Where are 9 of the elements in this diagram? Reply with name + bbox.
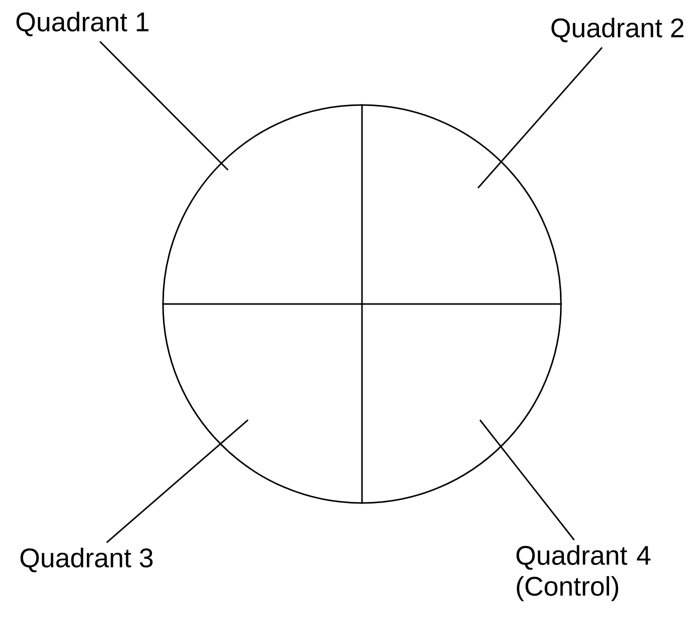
leader-line bbox=[477, 46, 603, 188]
leader-line bbox=[99, 40, 229, 171]
leader-line bbox=[106, 419, 248, 544]
leader-line bbox=[479, 420, 575, 540]
quadrant-label: Quadrant 3 bbox=[20, 548, 153, 572]
quadrant-label: Quadrant 4 (Control) bbox=[516, 545, 650, 602]
circle-drawing bbox=[162, 104, 562, 504]
quadrant-label: Quadrant 2 bbox=[552, 18, 684, 42]
quadrant-label: Quadrant 1 bbox=[16, 12, 148, 36]
